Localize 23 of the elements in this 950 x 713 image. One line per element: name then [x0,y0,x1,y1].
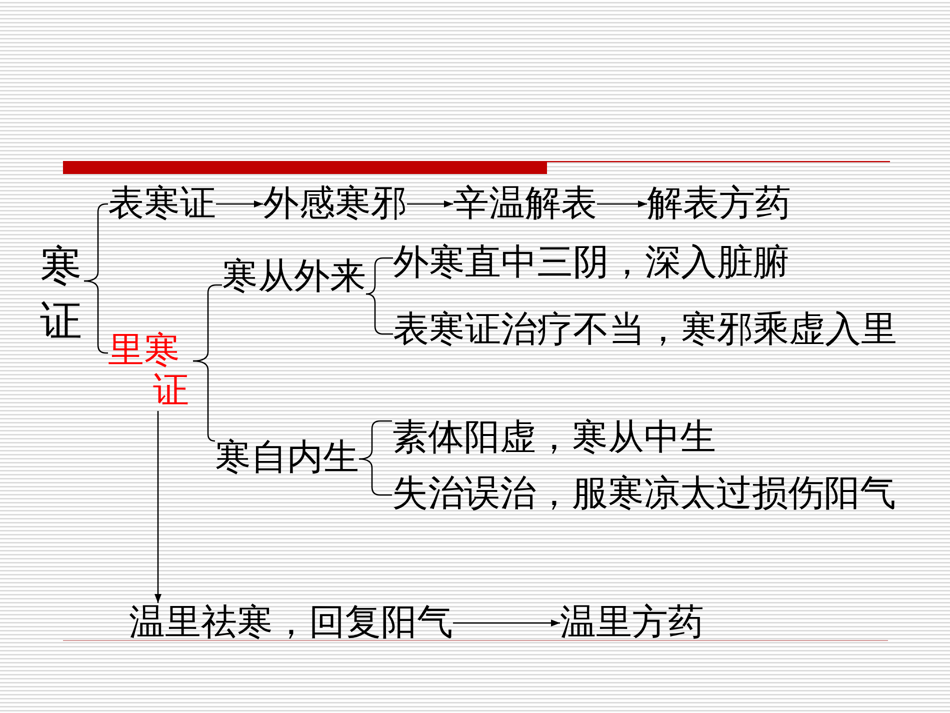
description-text: 素体阳虚，寒从中生 [392,418,716,458]
description-text: 失治误治，服寒凉太过损伤阳气 [392,474,896,514]
arrow [407,200,453,208]
description-text: 表寒证治疗不当，寒邪乘虚入里 [393,310,897,350]
term-label: 辛温解表 [453,184,597,224]
brace-line [366,293,393,335]
brace-line [358,458,392,496]
brace-line [366,257,393,295]
term-label: 寒从外来 [222,257,366,297]
term-label: 寒自内生 [215,438,359,478]
term-label: 外感寒邪 [263,184,407,224]
description-text: 温里祛寒，回复阳气 [129,603,453,643]
arrow [154,411,162,603]
term-label: 解表方药 [647,184,791,224]
term-label: 温里方药 [560,603,704,643]
highlighted-label: 里寒证 [108,331,193,411]
arrow [216,200,263,208]
arrow [597,200,647,208]
description-text: 外寒直中三阴，深入脏腑 [393,243,789,283]
arrow [453,620,560,626]
root-label: 寒证 [40,238,84,348]
term-label: 表寒证 [108,184,216,224]
brace-line [358,420,392,460]
